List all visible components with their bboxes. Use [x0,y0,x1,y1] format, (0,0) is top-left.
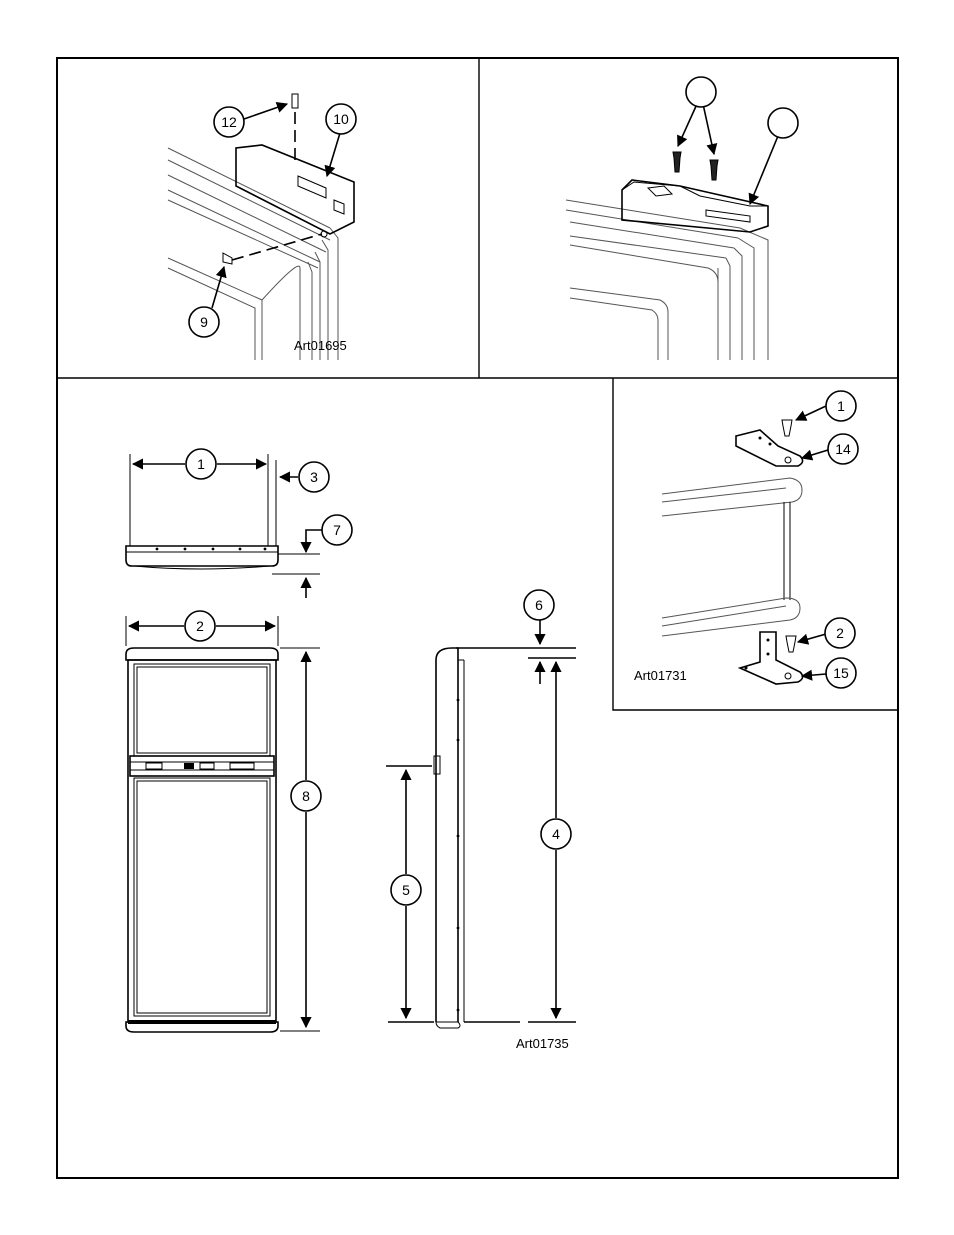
callout-hinge-2: 2 [824,617,856,649]
art-label-top-left: Art01695 [294,338,347,353]
callout-dim-8: 8 [290,780,322,812]
refrigerator-side-view [386,620,576,1029]
callout-hinge-14-text: 14 [835,441,851,457]
callout-10: 10 [325,103,357,135]
callout-10-text: 10 [333,111,349,127]
callout-dim-6: 6 [523,589,555,621]
callout-dim-3-text: 3 [310,469,318,485]
callout-dim-2: 2 [184,610,216,642]
callout-dim-7-text: 7 [333,522,341,538]
callout-dim-5: 5 [390,874,422,906]
door-top-view [125,454,322,598]
callout-9: 9 [188,306,220,338]
callout-hinge-2-text: 2 [836,625,844,641]
callout-dim-1-text: 1 [197,456,205,472]
callout-hinge-1: 1 [825,390,857,422]
callout-hinge-14: 14 [827,433,859,465]
callout-dim-7: 7 [321,514,353,546]
callout-dim-4: 4 [540,818,572,850]
callout-dim-8-text: 8 [302,788,310,804]
art-label-side-view: Art01735 [516,1036,569,1051]
callout-top-right-b [767,107,799,139]
refrigerator-front-view [125,616,320,1033]
callout-9-text: 9 [200,314,208,330]
hinge-detail-illustration [661,405,829,685]
callout-dim-2-text: 2 [196,618,204,634]
top-right-hinge-cover-illustration [565,103,779,360]
callout-dim-3: 3 [298,461,330,493]
callout-dim-1: 1 [185,448,217,480]
art-label-hinge: Art01731 [634,668,687,683]
callout-12-text: 12 [221,114,237,130]
callout-hinge-15-text: 15 [833,665,849,681]
callout-12: 12 [213,106,245,138]
page-frame [56,57,899,1179]
callout-dim-6-text: 6 [535,597,543,613]
top-left-hinge-cover-illustration [167,93,355,360]
callout-dim-5-text: 5 [402,882,410,898]
callout-top-right-a [685,76,717,108]
callout-hinge-1-text: 1 [837,398,845,414]
callout-hinge-15: 15 [825,657,857,689]
callout-dim-4-text: 4 [552,826,560,842]
